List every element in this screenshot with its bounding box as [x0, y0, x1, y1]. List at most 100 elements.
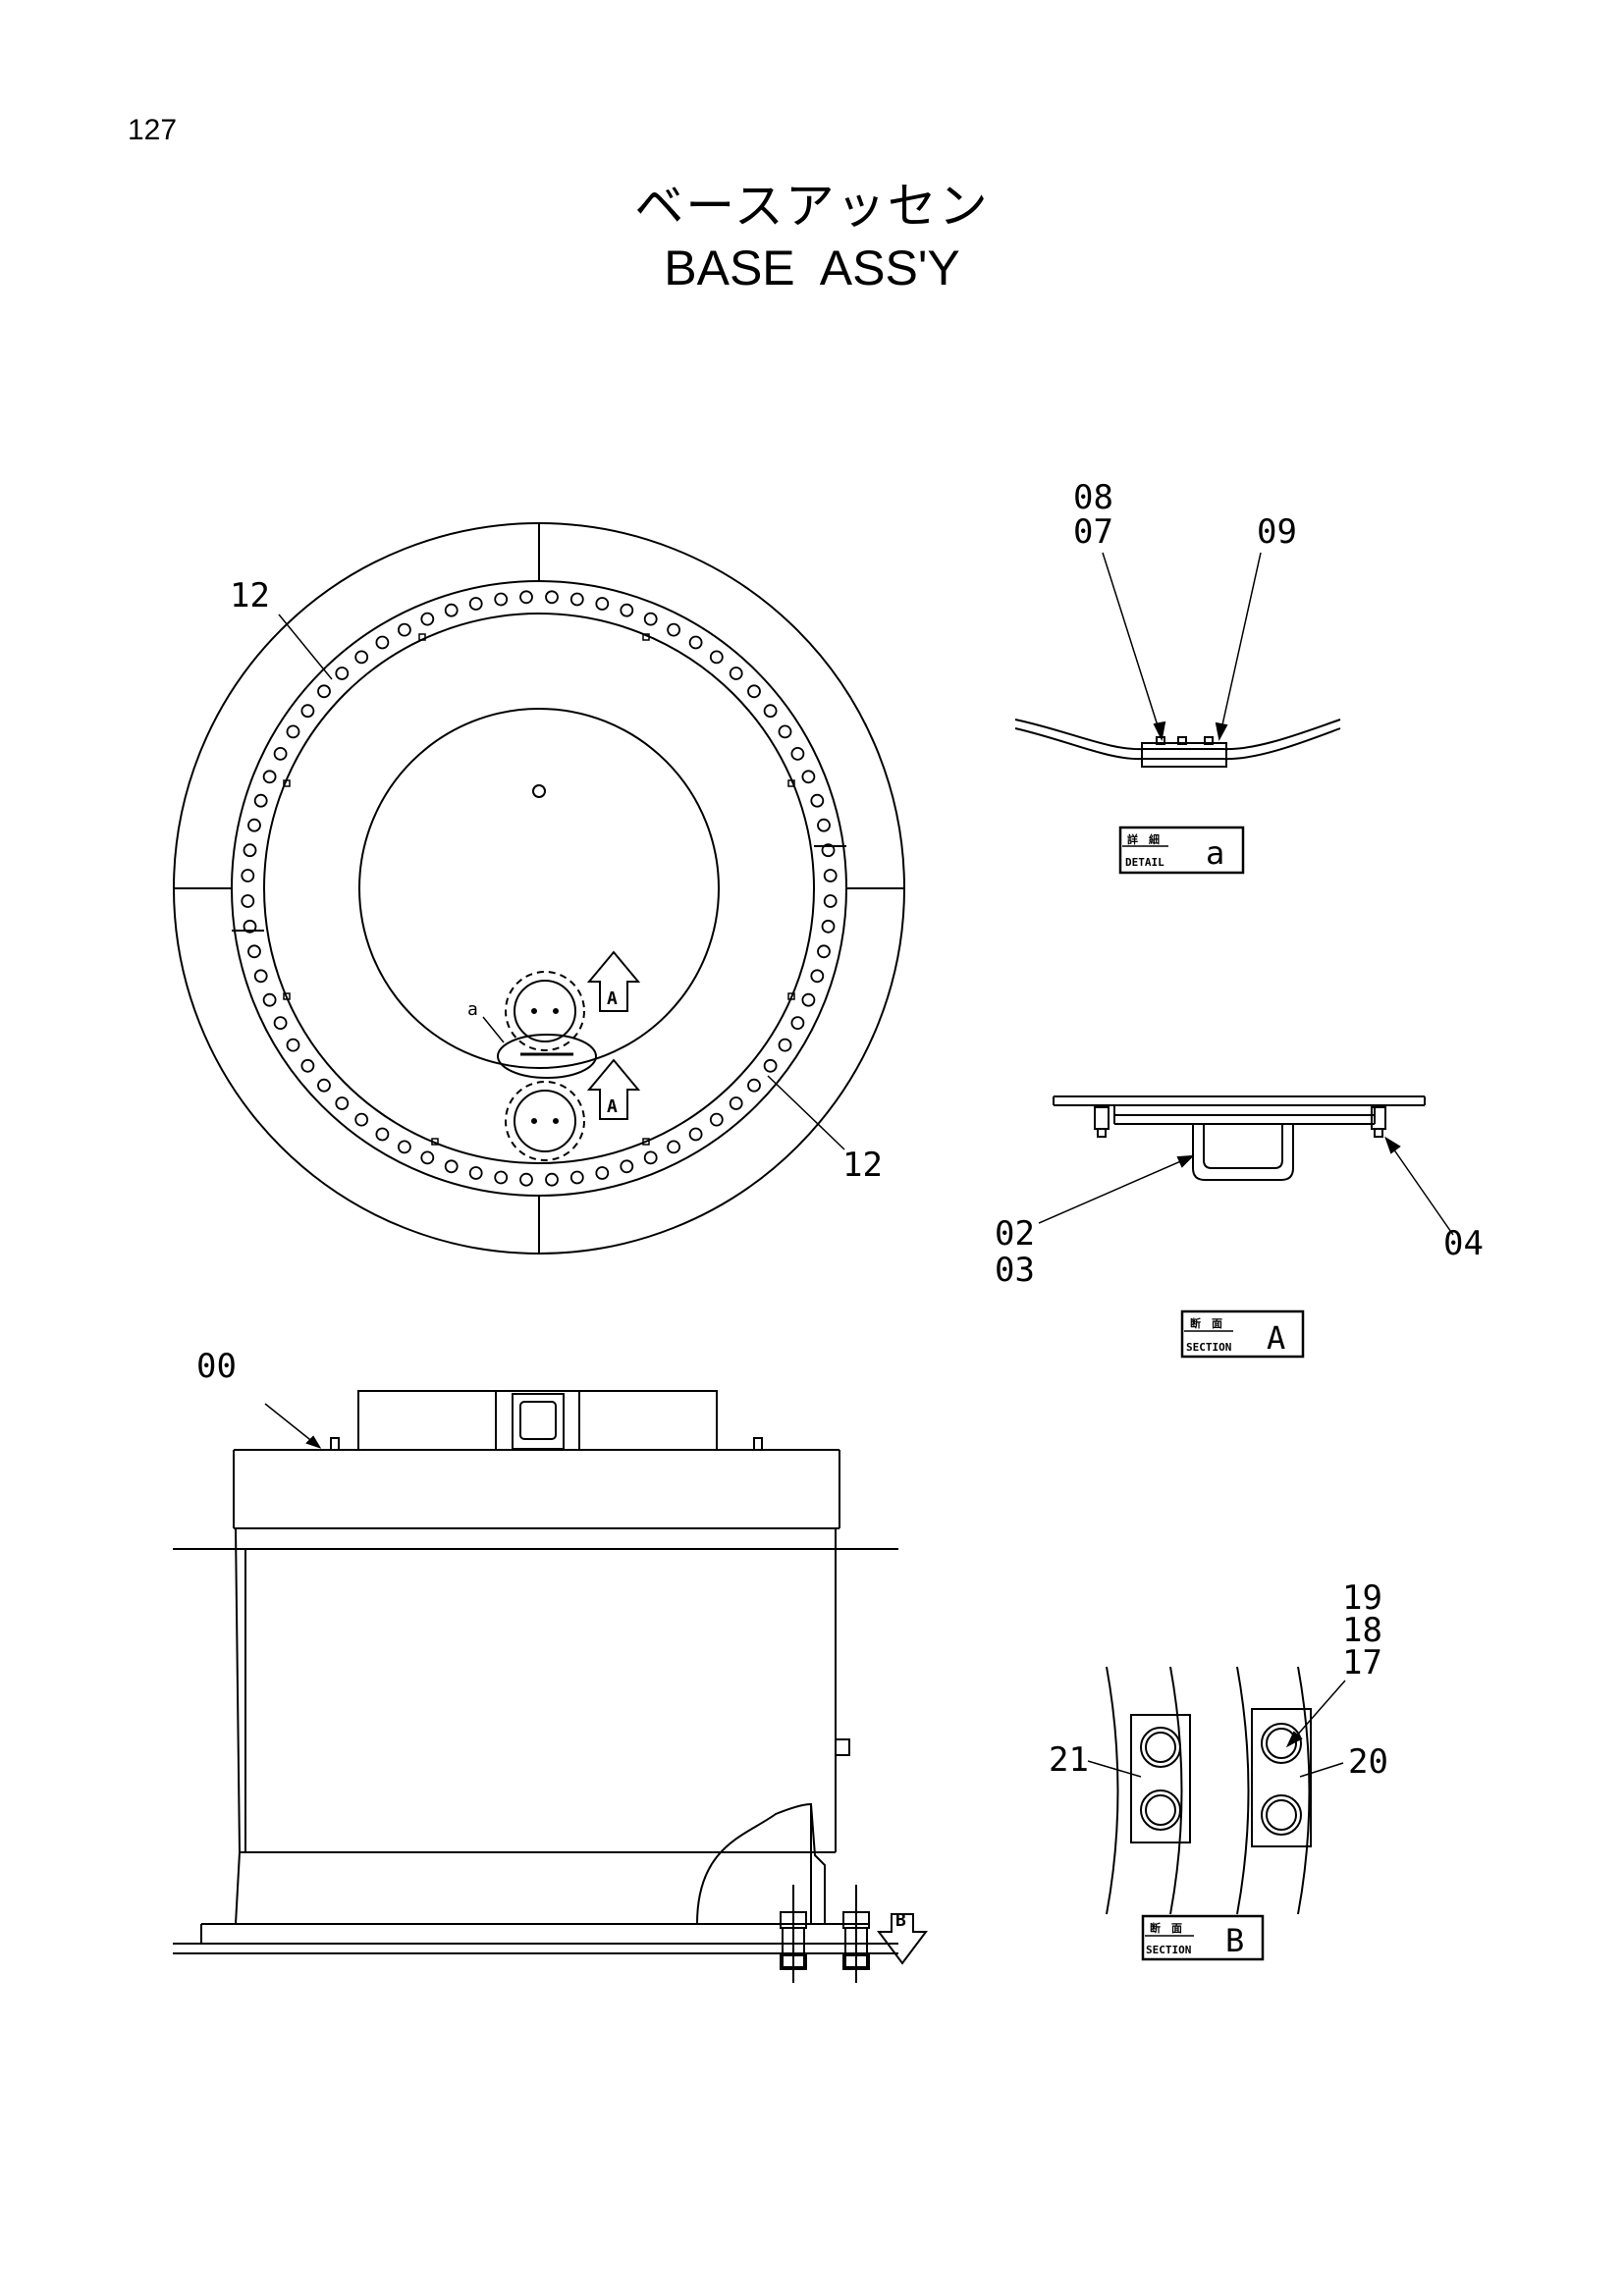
bolt-hole	[247, 944, 261, 959]
title-japanese: ベースアッセン	[634, 178, 990, 235]
access-cover-upper	[505, 971, 585, 1051]
bolt-hole	[243, 843, 257, 858]
base-bolts	[780, 1885, 870, 1983]
bolt-hole	[595, 597, 610, 611]
bolt-hole	[444, 1159, 459, 1174]
side-view	[173, 1390, 928, 1983]
callout-18: 18	[1342, 1611, 1382, 1650]
bolt-hole	[620, 1159, 634, 1174]
bolt-hole	[335, 667, 350, 680]
bolt-hole	[821, 919, 836, 934]
callout-07: 07	[1073, 512, 1113, 552]
bolt-hole	[667, 1140, 680, 1154]
bolt-hole	[273, 747, 288, 761]
bolt-hole	[273, 1016, 288, 1030]
detail-a-marker: a	[467, 999, 478, 1020]
top-housing-window	[519, 1401, 557, 1440]
bolt-hole	[247, 818, 261, 832]
bolt-hole	[688, 635, 703, 650]
bolt-hole	[354, 650, 369, 665]
bolt-hole	[397, 622, 411, 637]
bolt-hole	[468, 1166, 483, 1180]
leader-20	[1299, 1762, 1344, 1778]
leader-04	[1385, 1138, 1454, 1236]
view-arrow-a-2-shape	[586, 1058, 641, 1120]
bolt-hole	[397, 1140, 411, 1154]
outer-ring	[173, 522, 905, 1255]
bolt-hole	[729, 667, 743, 680]
bolt-hole	[375, 1127, 390, 1142]
detail-a-plate-upper	[1014, 719, 1341, 751]
page-number: 127	[128, 114, 178, 146]
bolt-hole	[375, 635, 390, 650]
section-b-plate-21	[1130, 1714, 1191, 1843]
bolt-hole	[494, 592, 509, 607]
callout-12-top: 12	[230, 576, 270, 615]
detail-a-label-en: DETAIL	[1125, 856, 1164, 869]
bolt-hole	[243, 919, 257, 934]
bolt-hole	[823, 894, 838, 908]
bolt-hole	[763, 704, 778, 719]
bolt-hole	[262, 992, 277, 1007]
bolt-hole	[420, 1150, 435, 1165]
center-hole	[532, 784, 546, 798]
section-a-label-en: SECTION	[1186, 1341, 1231, 1354]
callout-21: 21	[1049, 1740, 1089, 1780]
bolt-hole	[335, 1096, 350, 1110]
view-label-texts: 詳 細 DETAIL a 断 面 SECTION A 断 面 SECTION B	[1125, 832, 1285, 1959]
leader-07-08	[1102, 552, 1163, 739]
section-b-label-en: SECTION	[1146, 1944, 1191, 1956]
callout-00: 00	[196, 1347, 237, 1386]
bolt-hole	[595, 1166, 610, 1180]
callout-04: 04	[1443, 1224, 1484, 1263]
leader-02-03	[1038, 1155, 1193, 1224]
bolt-hole	[569, 1170, 584, 1185]
center-opening	[358, 708, 720, 1069]
bolt-hole	[494, 1170, 509, 1185]
bolt-hole	[817, 818, 831, 832]
bolt-ring-inner	[263, 613, 815, 1164]
bolt-hole	[444, 603, 459, 617]
detail-a-label-box	[1118, 826, 1245, 875]
bolt-hole	[354, 1112, 369, 1127]
section-b-label-box	[1141, 1914, 1265, 1961]
bolt-hole	[747, 1078, 761, 1093]
section-a-label-id: A	[1267, 1319, 1285, 1357]
leader-21	[1087, 1760, 1142, 1778]
bolt-hole	[801, 992, 816, 1007]
bolt-hole	[262, 770, 277, 784]
bolt-hole	[420, 612, 435, 626]
bolt-hole	[729, 1096, 743, 1110]
top-housing	[357, 1390, 718, 1451]
bolt-hole	[545, 590, 559, 605]
bolt-hole	[569, 592, 584, 607]
callout-19: 19	[1342, 1578, 1382, 1618]
view-arrow-a-1-shape	[586, 950, 641, 1012]
callout-12-bottom: 12	[842, 1146, 883, 1185]
section-b-plate-20	[1251, 1708, 1312, 1847]
detail-a-circle	[497, 1034, 597, 1079]
bolt-hole	[253, 793, 268, 808]
bolt-hole	[667, 622, 680, 637]
bolt-hole	[317, 1078, 331, 1093]
access-cover-lower	[505, 1081, 585, 1161]
bolt-hole	[253, 969, 268, 984]
bolt-hole	[286, 724, 300, 739]
bolt-hole	[790, 1016, 805, 1030]
callout-08: 08	[1073, 478, 1113, 517]
detail-a-label-jp: 詳 細	[1127, 832, 1160, 846]
bolt-hole	[709, 650, 724, 665]
bolt-hole	[545, 1172, 559, 1187]
callout-02: 02	[995, 1214, 1035, 1254]
callout-labels: 12 12 00 08 07 09 02 03 04 19 18 17 21 2…	[196, 478, 1484, 1931]
bolt-hole	[519, 1172, 533, 1187]
leader-09	[1218, 552, 1262, 739]
detail-a-plate-lower	[1014, 727, 1341, 761]
bolt-hole	[620, 603, 634, 617]
bolt-hole	[643, 1150, 658, 1165]
bolt-hole	[241, 869, 255, 882]
section-a-handle	[1192, 1124, 1294, 1181]
bolt-hole	[823, 869, 838, 882]
